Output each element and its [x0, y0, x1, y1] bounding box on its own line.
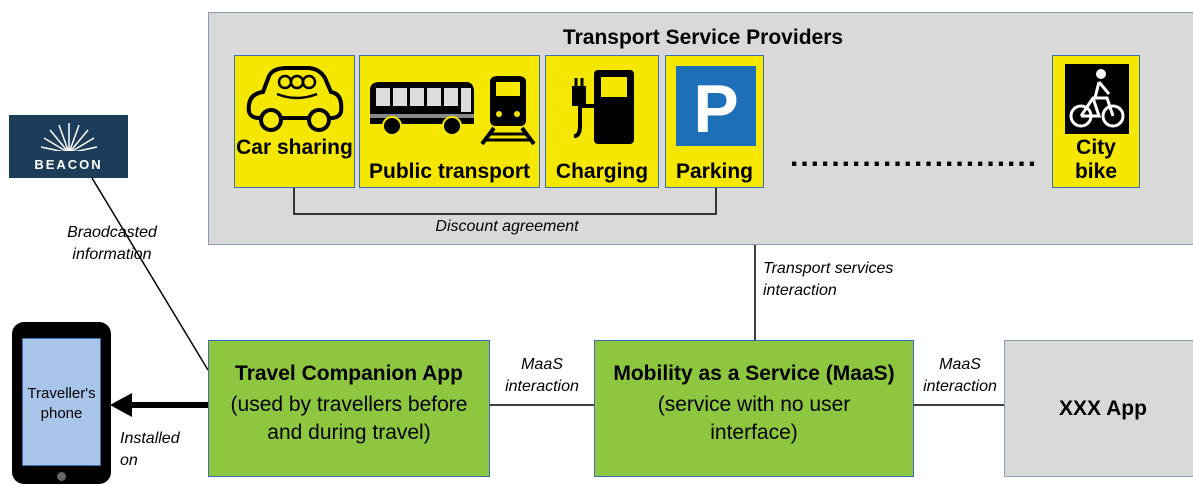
tile-parking: P Parking: [665, 55, 764, 188]
bus-icon: [370, 82, 474, 136]
label-maas-interaction-right: MaaS interaction: [923, 356, 997, 395]
tile-label-city-bike: City bike: [1074, 136, 1118, 183]
panel-title: Transport Service Providers: [562, 26, 844, 49]
beacon-sunburst-icon: [39, 123, 99, 155]
xxx-app-box: XXX App: [1004, 340, 1193, 477]
phone-label: Traveller's phone: [27, 385, 96, 422]
installed-on-arrowhead: [110, 393, 132, 417]
label-maas-interaction-left: MaaS interaction: [505, 356, 579, 395]
tile-public-transport: Public transport: [359, 55, 540, 188]
tile-label-car-sharing: Car sharing: [236, 136, 353, 159]
broadcast-line: [91, 177, 209, 371]
maas-subtitle: (service with no user interface): [657, 393, 851, 444]
discount-agreement-bracket: [293, 188, 717, 215]
label-transport-services-interaction: Transport services interaction: [763, 260, 894, 299]
more-providers-ellipsis: ........................: [790, 140, 1039, 173]
tile-label-parking: Parking: [675, 160, 754, 183]
phone-home-button: [57, 472, 66, 481]
phone-screen: [22, 338, 101, 466]
travel-app-title: Travel Companion App: [235, 362, 463, 385]
tile-label-charging: Charging: [555, 160, 649, 183]
train-icon: [480, 76, 536, 146]
label-discount-agreement: Discount agreement: [435, 218, 579, 235]
bicycle-icon: [1065, 64, 1129, 134]
travel-companion-app-box: Travel Companion App (used by travellers…: [208, 340, 490, 477]
tile-label-public-transport: Public transport: [368, 160, 531, 183]
tile-charging: Charging: [545, 55, 659, 188]
travel-app-subtitle: (used by travellers before and during tr…: [230, 393, 468, 444]
charging-station-icon: [572, 70, 634, 144]
label-broadcasted-information: Braodcasted information: [67, 224, 157, 263]
tile-car-sharing: Car sharing: [234, 55, 355, 188]
parking-icon: P: [676, 66, 756, 146]
car-sharing-icon: [246, 66, 344, 132]
beacon-logo: BEACON: [9, 115, 128, 178]
maas-box: Mobility as a Service (MaaS) (service wi…: [594, 340, 914, 477]
xxx-app-title: XXX App: [1059, 397, 1147, 420]
label-installed-on: Installed on: [120, 430, 180, 469]
maas-title: Mobility as a Service (MaaS): [613, 362, 895, 385]
tile-city-bike: City bike: [1052, 55, 1140, 188]
beacon-label: BEACON: [34, 157, 103, 172]
travellers-phone: Traveller's phone: [12, 322, 111, 484]
svg-text:P: P: [693, 71, 738, 146]
